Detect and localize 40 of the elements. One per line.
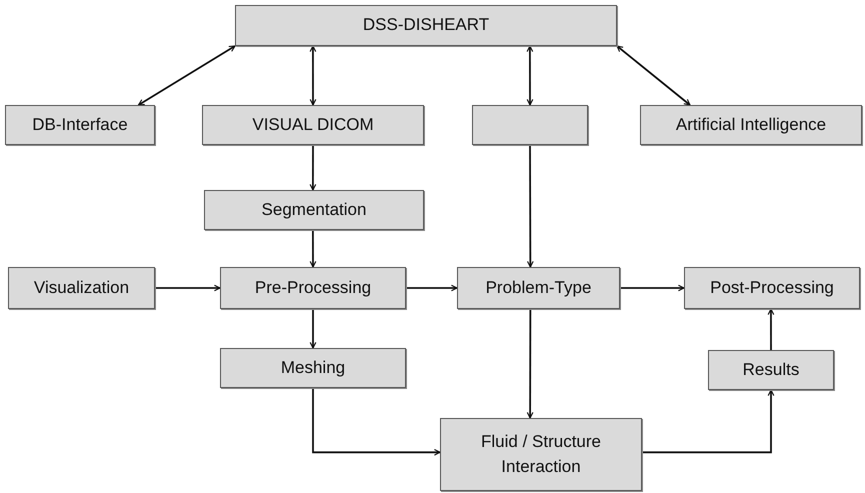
arrow: [642, 389, 774, 454]
box-label: VISUAL DICOM: [252, 114, 374, 136]
arrow: [620, 284, 685, 292]
arrow: [616, 45, 691, 106]
box-label: Post-Processing: [710, 276, 834, 299]
arrow: [312, 388, 441, 456]
process-box: [220, 267, 406, 309]
box-label: Pre-Processing: [254, 276, 372, 299]
process-box: [440, 418, 642, 491]
box-label: Results: [742, 358, 800, 381]
arrow: [310, 145, 316, 191]
process-box: [640, 105, 862, 145]
arrow: [310, 45, 316, 106]
arrow: [526, 145, 534, 268]
box-label: Segmentation: [262, 198, 366, 221]
box-label: Meshing: [280, 356, 346, 379]
empty-box: [472, 105, 588, 145]
box-label: Artificial Intelligence: [676, 114, 826, 136]
arrow: [138, 45, 236, 106]
box-label: Problem-Type: [486, 276, 592, 299]
process-box: [5, 105, 155, 145]
arrow: [768, 308, 774, 350]
arrow: [406, 284, 458, 292]
box-label: Visualization: [34, 276, 130, 299]
box-label: Fluid / Structure Interaction: [480, 430, 602, 478]
process-box: [204, 190, 424, 230]
process-box: [684, 267, 860, 309]
arrow: [155, 284, 221, 292]
arrow: [526, 309, 534, 419]
process-box: [235, 5, 617, 46]
box-label: DB-Interface: [32, 114, 128, 136]
arrow: [526, 45, 534, 106]
arrow: [310, 309, 316, 349]
process-box: [457, 267, 620, 309]
arrow: [310, 230, 316, 268]
process-box: [708, 350, 834, 390]
box-label: DSS-DISHEART: [362, 14, 490, 36]
process-box: [8, 267, 155, 309]
process-box: [202, 105, 424, 145]
process-box: [220, 348, 406, 388]
